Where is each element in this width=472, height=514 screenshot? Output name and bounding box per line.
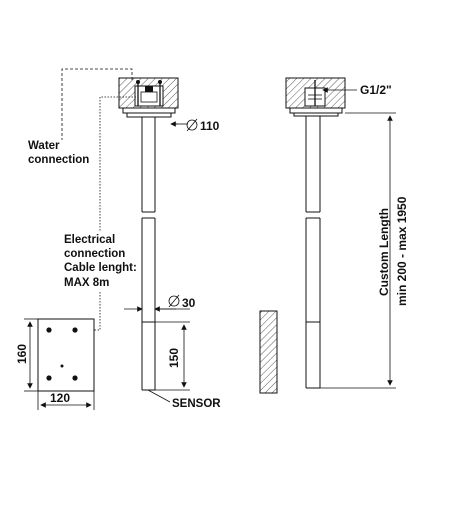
thread-label: G1/2" [360, 83, 392, 97]
sensor-callout: SENSOR [147, 389, 221, 410]
dimension-tube-diameter: 30 [124, 294, 196, 312]
right-view: G1/2" Custom Length min 200 - max 1950 [259, 77, 409, 394]
dimension-box-width: 120 [37, 391, 95, 410]
right-flange [289, 107, 343, 117]
electrical-label-line3: Cable lenght: [64, 262, 137, 274]
electrical-label-line1: Electrical [64, 234, 115, 246]
electrical-connection-line: Electrical connection Cable lenght: MAX … [64, 96, 137, 331]
dimension-custom-length: Custom Length min 200 - max 1950 [320, 112, 409, 389]
tube-diameter-value: 30 [182, 296, 196, 310]
water-connection-label-line1: Water [28, 140, 60, 152]
right-ceiling-mount-block [285, 77, 346, 109]
left-view: 110 30 150 SENSOR Water connection [15, 68, 221, 410]
water-connection-label-line2: connection [28, 154, 89, 166]
sensor-length-value: 150 [167, 348, 181, 368]
tube [141, 117, 156, 391]
box-width-value: 120 [50, 391, 70, 405]
dimension-flange-diameter: 110 [170, 118, 220, 133]
custom-length-range: min 200 - max 1950 [395, 196, 409, 306]
custom-length-label: Custom Length [377, 208, 391, 296]
flange-diameter-value: 110 [200, 119, 220, 133]
ceiling-mount-block [118, 77, 179, 109]
thread-callout: G1/2" [322, 83, 392, 97]
water-connection-line: Water connection [28, 68, 133, 166]
wall-section [259, 310, 278, 394]
dimension-sensor-length: 150 [155, 321, 190, 391]
dimension-box-height: 160 [15, 318, 38, 392]
electrical-label-line2: connection [64, 248, 125, 260]
electrical-label-line4: MAX 8m [64, 277, 109, 289]
flange [122, 107, 176, 118]
electrical-box [37, 318, 95, 392]
box-height-value: 160 [15, 344, 29, 364]
right-tube [305, 116, 321, 389]
sensor-label: SENSOR [172, 398, 221, 410]
